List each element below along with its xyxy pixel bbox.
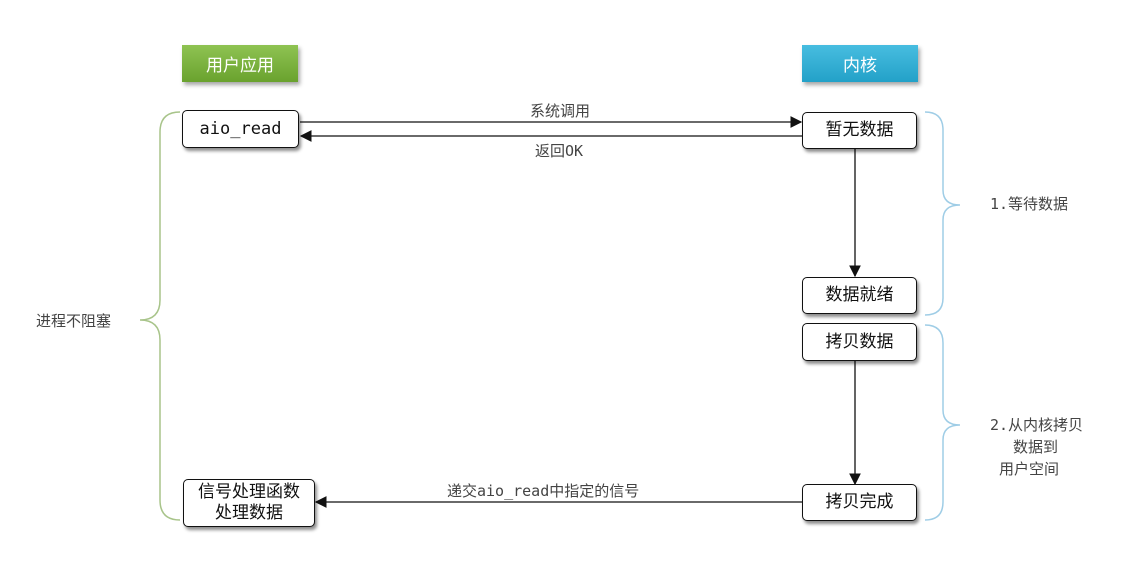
phase-copy-label-line1: 2.从内核拷贝 [990, 416, 1084, 434]
signal-handler-line1: 信号处理函数 [198, 482, 300, 502]
phase-copy-label-line2: 数据到 [1013, 438, 1059, 456]
data-ready-box: 数据就绪 [802, 277, 917, 314]
non-blocking-label: 进程不阻塞 [36, 312, 112, 330]
phase-copy-label-line3: 用户空间 [999, 460, 1060, 478]
signal-handler-box: 信号处理函数 处理数据 [183, 479, 315, 527]
signal-handler-line2: 处理数据 [215, 503, 283, 523]
return-ok-label: 返回OK [535, 142, 584, 160]
copy-data-box: 拷贝数据 [802, 323, 917, 361]
wait-brace [924, 111, 961, 316]
deliver-signal-label: 递交aio_read中指定的信号 [447, 482, 640, 500]
copy-brace [924, 324, 961, 521]
user-app-header: 用户应用 [182, 45, 298, 82]
aio-read-box: aio_read [182, 110, 299, 148]
no-data-box: 暂无数据 [802, 112, 917, 149]
left-brace [139, 111, 181, 521]
copy-done-box: 拷贝完成 [802, 484, 917, 521]
kernel-header: 内核 [802, 45, 918, 82]
phase-wait-label: 1.等待数据 [990, 195, 1069, 213]
syscall-label: 系统调用 [530, 102, 591, 120]
